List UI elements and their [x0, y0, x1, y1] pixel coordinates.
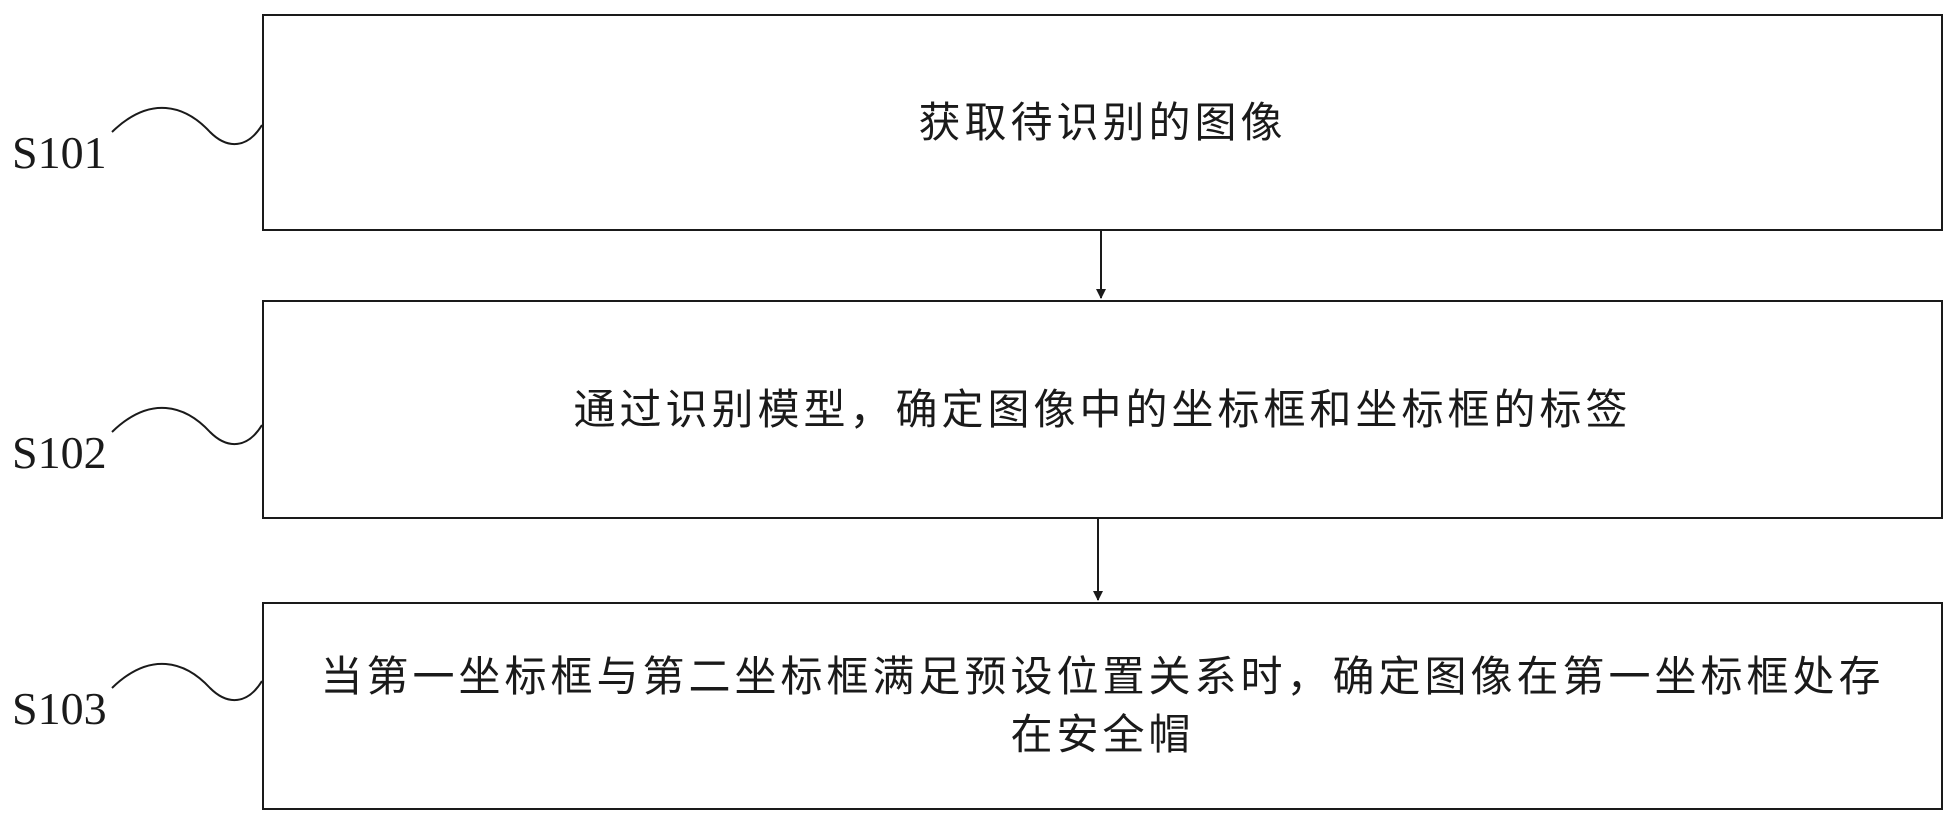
- step-id-s103: S103: [12, 683, 107, 734]
- step-id-s101: S101: [12, 127, 107, 178]
- leader-line-s103: [111, 663, 263, 702]
- leader-line-s101: [111, 107, 263, 146]
- step-box-s103: 当第一坐标框与第二坐标框满足预设位置关系时，确定图像在第一坐标框处存在安全帽: [262, 602, 1943, 810]
- step-text-s101: 获取待识别的图像: [918, 97, 1287, 147]
- step-box-s102: 通过识别模型，确定图像中的坐标框和坐标框的标签: [262, 300, 1943, 519]
- step-box-s101: 获取待识别的图像: [262, 14, 1943, 231]
- step-text-s103: 当第一坐标框与第二坐标框满足预设位置关系时，确定图像在第一坐标框处存在安全帽: [320, 652, 1885, 759]
- leader-line-s102: [111, 407, 263, 446]
- step-id-s102: S102: [12, 427, 107, 478]
- step-text-s102: 通过识别模型，确定图像中的坐标框和坐标框的标签: [573, 384, 1632, 434]
